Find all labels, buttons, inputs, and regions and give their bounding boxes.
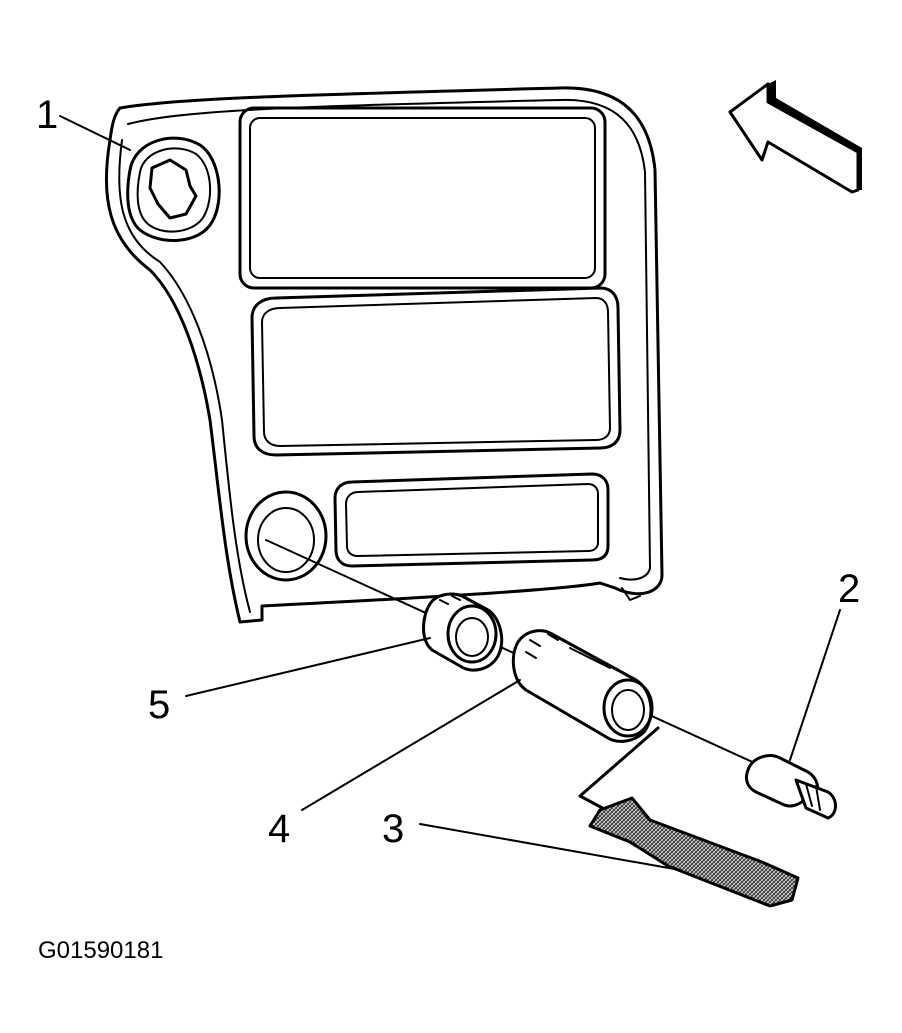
lock-cylinder-icon	[126, 136, 221, 242]
wiring-connector	[578, 726, 800, 908]
callout-5: 5	[148, 683, 170, 727]
trim-bezel	[104, 86, 664, 624]
upper-opening	[238, 106, 607, 290]
figure-id: G01590181	[38, 937, 163, 964]
lighter-hole	[244, 490, 328, 582]
lighter-element	[744, 754, 837, 820]
callout-4: 4	[268, 807, 290, 851]
retainer-ring	[422, 592, 504, 672]
callout-1: 1	[36, 93, 58, 137]
middle-opening	[250, 286, 622, 457]
lower-opening	[333, 472, 610, 568]
callout-2: 2	[838, 567, 860, 611]
lighter-housing	[511, 629, 654, 743]
direction-arrow-icon	[728, 80, 862, 194]
leader-lines	[59, 115, 841, 871]
callout-3: 3	[382, 807, 404, 851]
